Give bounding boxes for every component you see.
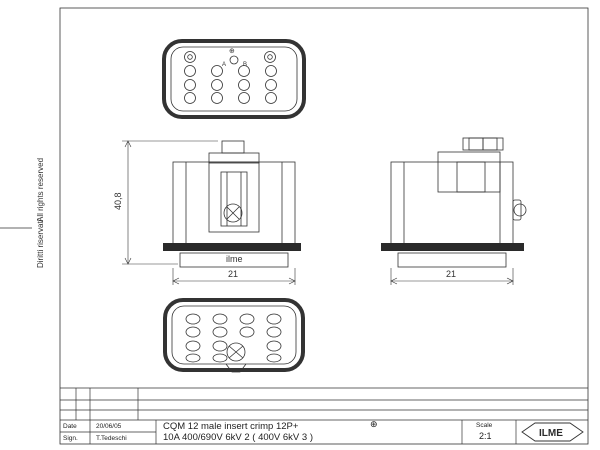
- rights-reserved-en: All rights reserved: [36, 157, 45, 222]
- description-line-2: 10A 400/690V 6kV 2 ( 400V 6kV 3 ): [163, 432, 313, 443]
- pin-a-label: A: [222, 62, 226, 68]
- drawing-frame: [59, 7, 589, 445]
- pin-b-label: B: [243, 62, 247, 68]
- height-dimension: [122, 140, 218, 265]
- height-dimension-label: 40,8: [113, 192, 123, 210]
- top-view: [162, 39, 306, 119]
- side-width-dimension: [390, 268, 514, 285]
- bottom-view: [163, 298, 305, 373]
- earth-icon: ⊕: [229, 47, 235, 55]
- sign-value: T.Tedeschi: [96, 435, 127, 442]
- date-label: Date: [63, 423, 77, 430]
- description-line-1: CQM 12 male insert crimp 12P+: [163, 421, 299, 432]
- sign-label: Sign.: [63, 435, 78, 442]
- front-flange: [163, 243, 301, 251]
- scale-value: 2:1: [479, 431, 492, 441]
- title-block: [60, 387, 588, 444]
- ilme-logo: [521, 422, 584, 442]
- brand-label: ilme: [226, 254, 243, 264]
- earth-symbol-icon: ⊕: [370, 420, 378, 430]
- side-width-label: 21: [446, 269, 456, 279]
- ilme-logo-text: ILME: [539, 428, 563, 439]
- date-value: 20/06/05: [96, 423, 122, 430]
- scale-label: Scale: [476, 422, 493, 429]
- rights-reserved-it: Diritti riservati: [36, 219, 45, 268]
- front-width-dimension: [172, 268, 296, 285]
- side-flange: [381, 243, 524, 251]
- front-width-label: 21: [228, 269, 238, 279]
